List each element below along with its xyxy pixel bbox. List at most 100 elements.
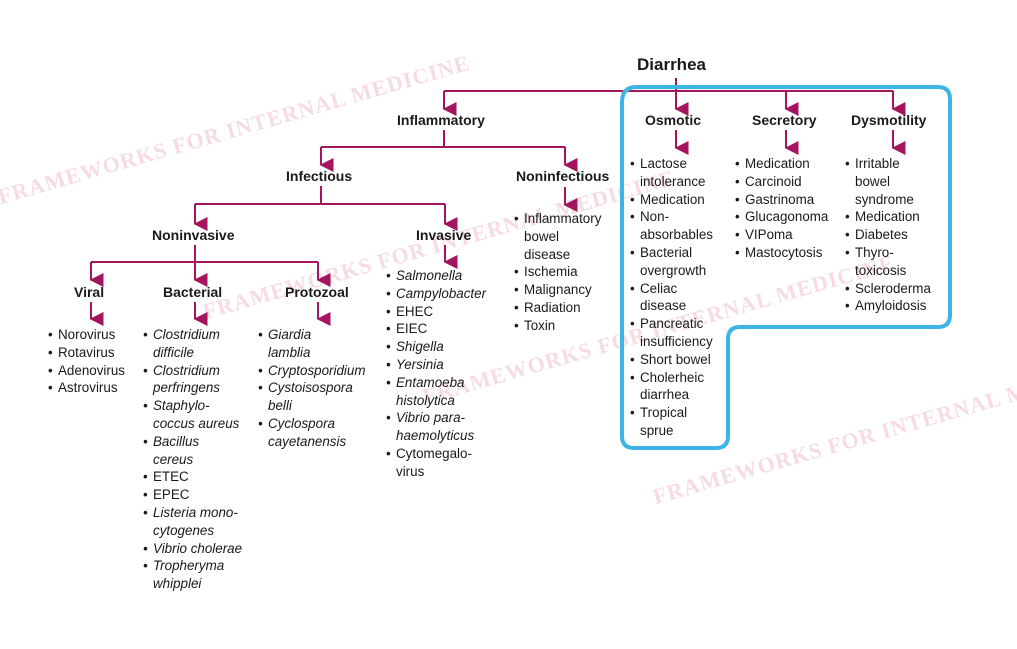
- node-bacterial: Bacterial: [163, 284, 223, 300]
- list-item-line: insufficiency: [640, 333, 713, 349]
- list-item: Scleroderma: [845, 280, 931, 298]
- list-item-line: Pancreatic: [640, 316, 704, 332]
- list-item-line: Yersinia: [396, 356, 444, 372]
- list-item: Toxin: [514, 317, 601, 335]
- list-item: EPEC: [143, 486, 242, 504]
- list-item: Staphylo-coccus aureus: [143, 397, 242, 433]
- list-item-line: Scleroderma: [855, 280, 931, 296]
- list-item-line: disease: [524, 246, 571, 262]
- list-item-line: Amyloidosis: [855, 298, 927, 314]
- list-item: Non-absorbables: [630, 208, 713, 244]
- list-item-line: Mastocytosis: [745, 244, 823, 260]
- node-infectious: Infectious: [286, 168, 353, 184]
- list-item-line: Vibrio para-: [396, 410, 465, 426]
- list-item: Clostridium perfringens: [143, 362, 242, 398]
- list-item: Norovirus: [48, 326, 125, 344]
- list-item-line: haemolyticus: [396, 428, 475, 444]
- secretory-list: MedicationCarcinoidGastrinomaGlucagonoma…: [735, 155, 828, 262]
- list-item: Mastocytosis: [735, 244, 828, 262]
- list-item-line: Cyclospora: [268, 415, 335, 431]
- list-item-line: Campylobacter: [396, 285, 487, 301]
- list-item: Amyloidosis: [845, 297, 931, 315]
- list-item: Shigella: [386, 338, 486, 356]
- list-item: Vibrio para-haemolyticus: [386, 409, 486, 445]
- list-item-line: histolytica: [396, 392, 455, 408]
- list-item-line: EPEC: [153, 487, 190, 503]
- list-item-line: Salmonella: [396, 268, 463, 283]
- list-item-line: Astrovirus: [58, 380, 118, 396]
- list-item-line: intolerance: [640, 173, 706, 189]
- list-item-line: virus: [396, 463, 425, 479]
- list-item: Gastrinoma: [735, 191, 828, 209]
- list-item: VIPoma: [735, 226, 828, 244]
- list-item-line: ETEC: [153, 469, 189, 485]
- dysmotility-list: IrritablebowelsyndromeMedicationDiabetes…: [845, 155, 931, 315]
- list-item: Thyro-toxicosis: [845, 244, 931, 280]
- list-item-line: Vibrio cholerae: [153, 540, 243, 556]
- node-protozoal: Protozoal: [285, 284, 349, 300]
- list-item-line: Shigella: [396, 339, 444, 355]
- list-item-line: difficile: [153, 344, 194, 360]
- list-item: Cystoisospora belli: [258, 379, 366, 415]
- list-item: ETEC: [143, 468, 242, 486]
- list-item: Medication: [630, 191, 713, 209]
- list-item-line: VIPoma: [745, 227, 793, 243]
- list-item: Adenovirus: [48, 362, 125, 380]
- list-item-line: Staphylo-: [153, 398, 210, 414]
- list-item-line: bowel: [855, 173, 890, 189]
- list-item-line: perfringens: [153, 380, 220, 396]
- list-item: EIEC: [386, 320, 486, 338]
- list-item: Cryptosporidium: [258, 362, 366, 380]
- list-item-line: Irritable: [855, 156, 900, 171]
- list-item-line: EIEC: [396, 321, 428, 337]
- list-item: Malignancy: [514, 281, 601, 299]
- list-item-line: Toxin: [524, 317, 556, 333]
- list-item-line: belli: [268, 398, 292, 414]
- node-noninfectious: Noninfectious: [516, 168, 610, 184]
- list-item-line: cytogenes: [153, 522, 215, 538]
- list-item-line: coccus aureus: [153, 415, 240, 431]
- list-item: Diabetes: [845, 226, 931, 244]
- list-item: Yersinia: [386, 356, 486, 374]
- list-item-line: Adenovirus: [58, 362, 125, 378]
- list-item-line: Diabetes: [855, 227, 908, 243]
- list-item-line: Clostridium: [153, 327, 220, 342]
- node-noninvasive: Noninvasive: [152, 227, 235, 243]
- list-item: Clostridium difficile: [143, 326, 242, 362]
- list-item-line: Tropheryma: [153, 558, 225, 574]
- list-item: Astrovirus: [48, 379, 125, 397]
- list-item-line: Listeria mono-: [153, 504, 238, 520]
- osmotic-list: LactoseintoleranceMedicationNon-absorbab…: [630, 155, 713, 440]
- list-item-line: Thyro-: [855, 244, 894, 260]
- list-item: Campylobacter: [386, 285, 486, 303]
- invasive-list: SalmonellaCampylobacterEHECEIECShigellaY…: [386, 267, 486, 481]
- list-item-line: Cystoisospora: [268, 380, 353, 396]
- protozoal-list: GiardialambliaCryptosporidiumCystoisospo…: [258, 326, 366, 451]
- list-item-line: Celiac: [640, 280, 678, 296]
- list-item-line: Radiation: [524, 299, 581, 315]
- list-item-line: overgrowth: [640, 262, 707, 278]
- list-item: Salmonella: [386, 267, 486, 285]
- list-item: Listeria mono-cytogenes: [143, 504, 242, 540]
- list-item: Medication: [735, 155, 828, 173]
- list-item-line: Clostridium: [153, 362, 220, 378]
- list-item-line: Ischemia: [524, 264, 578, 280]
- node-osmotic: Osmotic: [645, 112, 702, 128]
- list-item-line: cayetanensis: [268, 433, 347, 449]
- list-item-line: bowel: [524, 228, 559, 244]
- list-item-line: lamblia: [268, 344, 311, 360]
- highlight-outline: [620, 85, 952, 450]
- list-item-line: diarrhea: [640, 387, 690, 403]
- list-item-line: Malignancy: [524, 282, 592, 298]
- list-item: Medication: [845, 208, 931, 226]
